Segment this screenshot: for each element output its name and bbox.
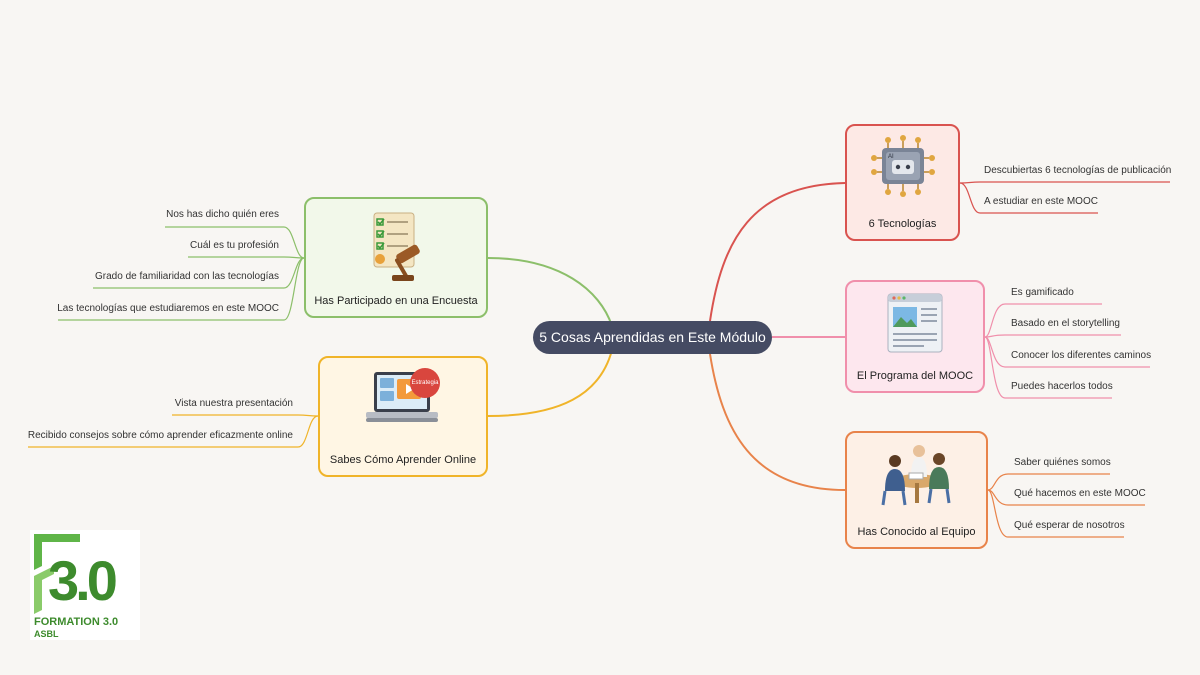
logo-mark-text: 3.0	[48, 549, 116, 612]
leaf-encuesta-1[interactable]: Nos has dicho quién eres	[166, 209, 279, 220]
connector-online	[487, 349, 613, 417]
browser-window-icon	[887, 293, 943, 353]
topic-label: Has Conocido al Equipo	[857, 526, 976, 538]
logo-name: FORMATION 3.0	[34, 616, 119, 628]
strategy-badge: Estrategia	[410, 368, 440, 398]
root-topic[interactable]: 5 Cosas Aprendidas en Este Módulo	[533, 321, 772, 354]
leaf-encuesta-2[interactable]: Cuál es tu profesión	[190, 240, 279, 251]
leaf-programa-4[interactable]: Puedes hacerlos todos	[1011, 381, 1113, 392]
connector-encuesta	[487, 257, 613, 327]
leaf-programa-2[interactable]: Basado en el storytelling	[1011, 318, 1120, 329]
leaf-programa-1[interactable]: Es gamificado	[1011, 287, 1074, 298]
topic-programa[interactable]: El Programa del MOOC	[845, 280, 985, 393]
topic-label: Sabes Cómo Aprender Online	[329, 454, 477, 466]
leaf-equipo-2[interactable]: Qué hacemos en este MOOC	[1014, 488, 1146, 499]
leaf-programa-3[interactable]: Conocer los diferentes caminos	[1011, 350, 1152, 361]
formation-logo-mark: 3.0	[34, 534, 120, 614]
logo-sub: ASBL	[34, 629, 59, 639]
connector-tecnologias	[709, 182, 846, 322]
leaf-equipo-3[interactable]: Qué esperar de nosotros	[1014, 520, 1125, 531]
topic-label: 6 Tecnologías	[868, 218, 937, 230]
leaf-encuesta-3[interactable]: Grado de familiaridad con las tecnología…	[95, 271, 279, 282]
topic-encuesta[interactable]: Has Participado en una Encuesta	[304, 197, 488, 318]
survey-checklist-gavel-icon	[373, 212, 420, 281]
formation-logo: 3.0 FORMATION 3.0 ASBL	[30, 530, 140, 640]
topic-online[interactable]: Estrategia Sabes Cómo Aprender Online	[318, 356, 488, 477]
chip-text: AI	[888, 154, 894, 160]
topic-label: Has Participado en una Encuesta	[314, 295, 478, 307]
leaf-online-1[interactable]: Vista nuestra presentación	[174, 398, 293, 409]
topic-equipo[interactable]: Has Conocido al Equipo	[845, 431, 988, 549]
team-meeting-icon	[881, 445, 950, 506]
leaf-equipo-1[interactable]: Saber quiénes somos	[1014, 457, 1111, 468]
topic-tecnologias[interactable]: AI 6 Tecnologías	[845, 124, 960, 241]
leaf-tecnologias-1[interactable]: Descubiertas 6 tecnologías de publicació…	[984, 165, 1172, 176]
topic-label: El Programa del MOOC	[856, 370, 974, 382]
leaf-encuesta-4[interactable]: Las tecnologías que estudiaremos en este…	[57, 303, 279, 314]
connector-equipo	[709, 353, 846, 491]
ai-robot-chip-icon: AI	[870, 135, 935, 197]
leaf-online-2[interactable]: Recibido consejos sobre cómo aprender ef…	[27, 430, 293, 441]
leaf-tecnologias-2[interactable]: A estudiar en este MOOC	[984, 196, 1098, 207]
